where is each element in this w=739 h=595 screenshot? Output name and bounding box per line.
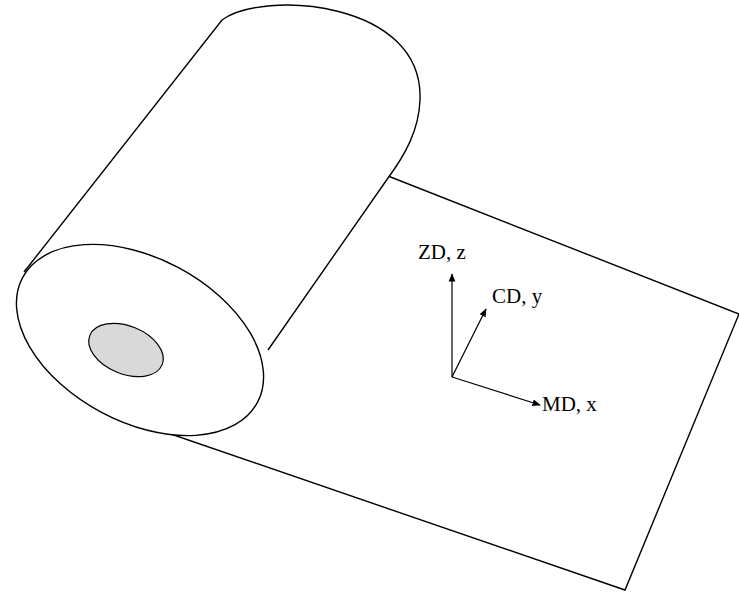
x-axis [452,377,540,405]
z-axis [451,274,452,377]
y-axis-label: CD, y [492,285,542,308]
roll-end [0,205,296,475]
roll-core [81,313,171,387]
x-axis-label: MD, x [542,393,597,416]
z-axis-label: ZD, z [418,241,466,264]
y-axis [452,309,486,377]
